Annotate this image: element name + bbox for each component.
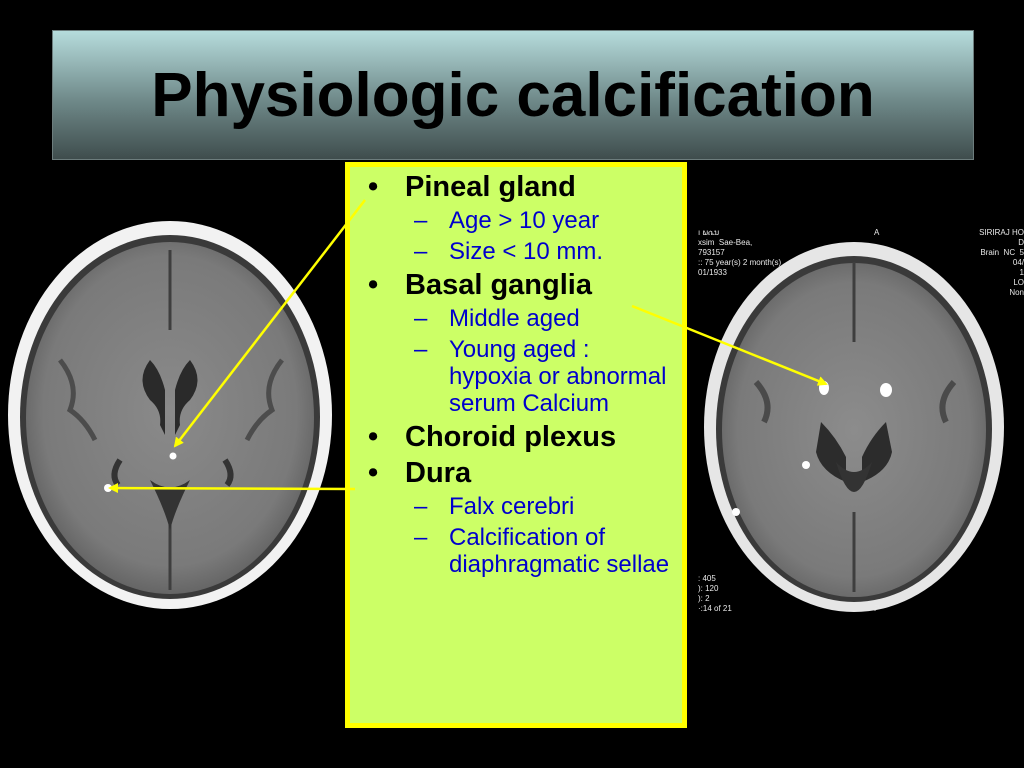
dash-marker: – [414,238,428,265]
bullet-label: Choroid plexus [405,421,617,453]
sub-bullet: –Middle aged [350,305,682,332]
slide-title: Physiologic calcification [151,60,875,130]
scan-text-top-center: A [874,228,880,237]
sub-bullet-text: Young aged : hypoxia or abnormal serum C… [449,336,667,417]
dash-marker: – [414,493,428,520]
title-bar: Physiologic calcification [52,30,974,160]
bullet-box: •Pineal gland –Age > 10 year –Size < 10 … [345,162,687,728]
scan-text-top-right: SIRIRAJ HO D Brain NC 5 04/ 1 LO Non [979,228,1024,297]
bullet-label: Pineal gland [405,171,576,203]
bullet-pineal-gland: • Pineal gland [350,171,682,203]
sub-bullet-text: Calcification of diaphragmatic sellae [449,524,670,578]
bullet-label: Dura [405,457,472,489]
scan-text-bottom-center: P [874,604,880,612]
bullet-dura: • Dura [350,457,682,489]
dash-marker: – [414,336,428,363]
dash-marker: – [414,207,428,234]
bullet-dot: • [368,269,379,301]
bullet-choroid-plexus: • Choroid plexus [350,421,682,453]
sub-bullet: –Young aged : hypoxia or abnormal serum … [350,336,682,417]
bullet-dot: • [368,421,379,453]
sub-bullet: –Age > 10 year [350,207,682,234]
sub-bullet-text: Falx cerebri [449,493,575,520]
dash-marker: – [414,305,428,332]
sub-bullet-text: Middle aged [449,305,580,332]
bullet-basal-ganglia: • Basal ganglia [350,269,682,301]
sub-bullet-text: Age > 10 year [449,207,600,234]
sub-bullet: –Size < 10 mm. [350,238,682,265]
bullet-dot: • [368,171,379,203]
bullet-label: Basal ganglia [405,269,592,301]
scan-text-top-left: ı ພሴນ xsim Sae-Bea, 793157 :: 75 year(s)… [698,228,782,277]
sub-bullet-text: Size < 10 mm. [449,238,604,265]
bullet-list: •Pineal gland –Age > 10 year –Size < 10 … [350,171,682,578]
bullet-dot: • [368,457,379,489]
ct-scan-right: ı ພሴນ xsim Sae-Bea, 793157 :: 75 year(s)… [696,222,1024,612]
dash-marker: – [414,524,428,551]
sub-bullet: –Calcification of diaphragmatic sellae [350,524,682,578]
ct-scan-left [0,210,345,610]
scan-text-bottom-left: : 405 ): 120 ): 2 ·:14 of 21 [698,574,732,612]
sub-bullet: –Falx cerebri [350,493,682,520]
